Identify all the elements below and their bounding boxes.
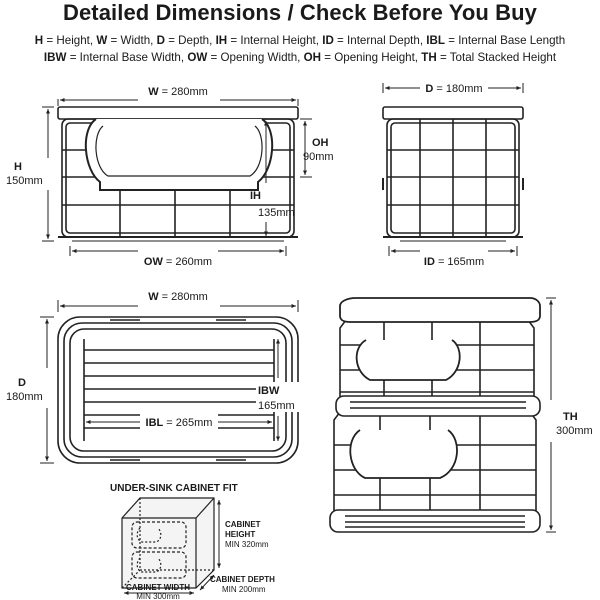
top-dimension-lines [40, 300, 299, 464]
internal-base-length-label: IBL = 265mm [146, 417, 213, 429]
front-dimension-lines [42, 98, 312, 256]
legend_line1-key-2: D [156, 34, 165, 47]
legend_line2-key-3: TH [421, 51, 437, 64]
internal-height-key: IH [250, 190, 261, 202]
cabinet-diagram [121, 497, 215, 589]
internal-depth-label: ID = 165mm [424, 256, 484, 268]
front-height-value: 150mm [6, 175, 43, 187]
top-width-label: W = 280mm [148, 291, 208, 303]
legend_line2-desc-1: = Opening Width, [207, 51, 304, 64]
total-height-value: 300mm [556, 425, 593, 437]
legend_line1-desc-5: = Internal Base Length [444, 34, 566, 47]
legend_line1-key-3: IH [215, 34, 228, 47]
internal-height-value: 135mm [258, 207, 295, 219]
cabinet-height-label-2: HEIGHT [225, 530, 255, 539]
legend_line1-desc-2: = Depth, [164, 34, 216, 47]
total-height-key: TH [563, 411, 578, 423]
page-title: Detailed Dimensions / Check Before You B… [62, 0, 538, 25]
internal-base-width-key: IBW [258, 385, 280, 397]
legend_line2-key-0: IBW [43, 51, 67, 64]
legend_line1-key-5: IBL [426, 34, 445, 47]
legend_line1-key-1: W [96, 34, 108, 47]
legend-line-1: H = Height, W = Width, D = Depth, IH = I… [0, 34, 600, 47]
cabinet-dimension-lines [124, 500, 221, 595]
front-height-key: H [14, 161, 22, 173]
side-view-basket [382, 106, 524, 242]
legend_line1-desc-3: = Internal Height, [227, 34, 323, 47]
front-width-label: W = 280mm [148, 86, 208, 98]
legend_line2-desc-3: = Total Stacked Height [436, 51, 557, 64]
cabinet-height-min: MIN 320mm [225, 540, 269, 549]
legend_line2-desc-2: = Opening Height, [321, 51, 422, 64]
legend_line1-desc-0: = Height, [43, 34, 97, 47]
legend_line1-key-4: ID [322, 34, 334, 47]
cabinet-depth-label: CABINET DEPTH [210, 575, 275, 584]
opening-height-value: 90mm [303, 151, 334, 163]
stacked-baskets [329, 297, 541, 533]
cabinet-fit-title: UNDER-SINK CABINET FIT [110, 483, 238, 494]
opening-width-label: OW = 260mm [144, 256, 212, 268]
internal-base-width-value: 165mm [258, 400, 295, 412]
legend_line1-desc-1: = Width, [107, 34, 157, 47]
cabinet-height-label-1: CABINET [225, 520, 261, 529]
top-depth-key: D [18, 377, 26, 389]
legend_line2-key-1: OW [187, 51, 208, 64]
cabinet-width-label: CABINET WIDTH [126, 583, 190, 592]
side-depth-label: D = 180mm [425, 83, 482, 95]
legend_line1-key-0: H [34, 34, 44, 47]
front-view-basket [57, 106, 299, 242]
legend_line2-key-2: OH [303, 51, 322, 64]
legend_line2-desc-0: = Internal Base Width, [66, 51, 188, 64]
side-dimension-lines [382, 83, 524, 256]
top-depth-value: 180mm [6, 391, 43, 403]
legend_line1-desc-4: = Internal Depth, [333, 34, 427, 47]
cabinet-width-min: MIN 300mm [136, 592, 180, 600]
ibw-label-bg [256, 382, 300, 412]
ibl-label-bg [140, 414, 218, 430]
stack-dimension-lines [546, 297, 556, 533]
cabinet-depth-min: MIN 200mm [222, 585, 266, 594]
opening-height-key: OH [312, 137, 329, 149]
legend-line-2: IBW = Internal Base Width, OW = Opening … [0, 51, 600, 64]
